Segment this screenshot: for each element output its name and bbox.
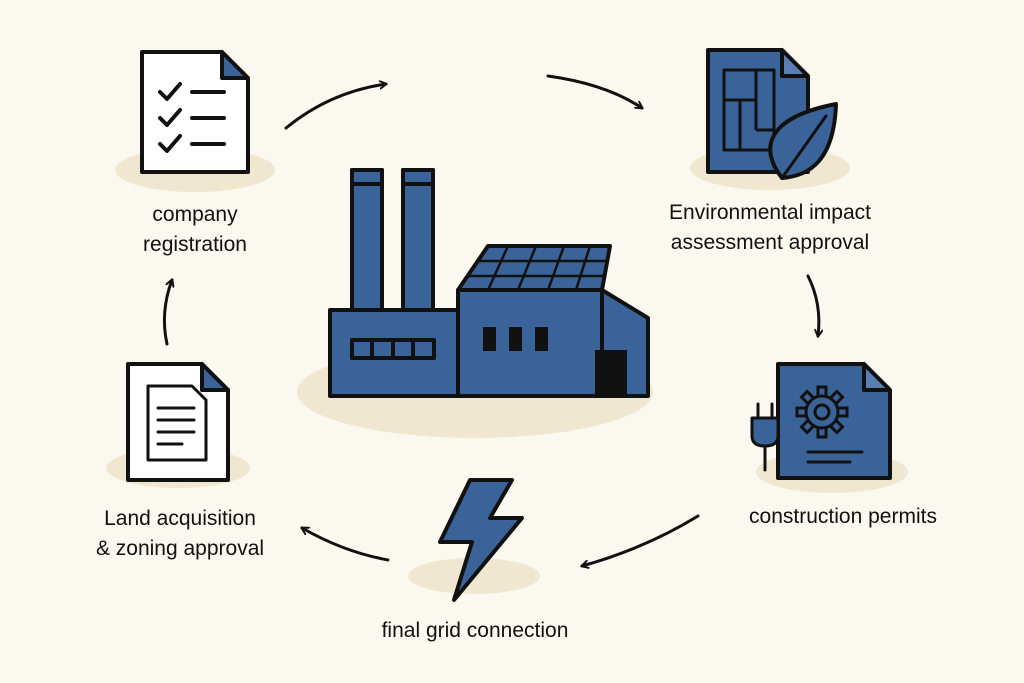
arrow-land-to-company <box>162 280 172 346</box>
arrow-company-to-environmental <box>284 84 386 130</box>
label-construction-permits: construction permits <box>749 505 937 528</box>
arrow-environmental-to-construction <box>806 274 819 336</box>
gear-plug-document-icon <box>750 362 892 480</box>
text-document-icon <box>126 362 230 482</box>
arrow-environmental-entry <box>546 74 642 110</box>
lightning-bolt-icon <box>438 478 524 602</box>
label-company-registration: company registration <box>143 203 247 256</box>
blueprint-leaf-document-icon <box>706 48 838 180</box>
arrow-construction-to-grid <box>582 514 700 566</box>
label-land-acquisition: Land acquisition & zoning approval <box>95 507 265 560</box>
checklist-document-icon <box>140 50 250 174</box>
label-grid-connection: final grid connection <box>381 619 569 642</box>
factory-icon <box>328 168 650 398</box>
label-environmental-approval: Environmental impact assessment approval <box>669 201 871 254</box>
arrow-grid-to-land <box>302 526 390 562</box>
